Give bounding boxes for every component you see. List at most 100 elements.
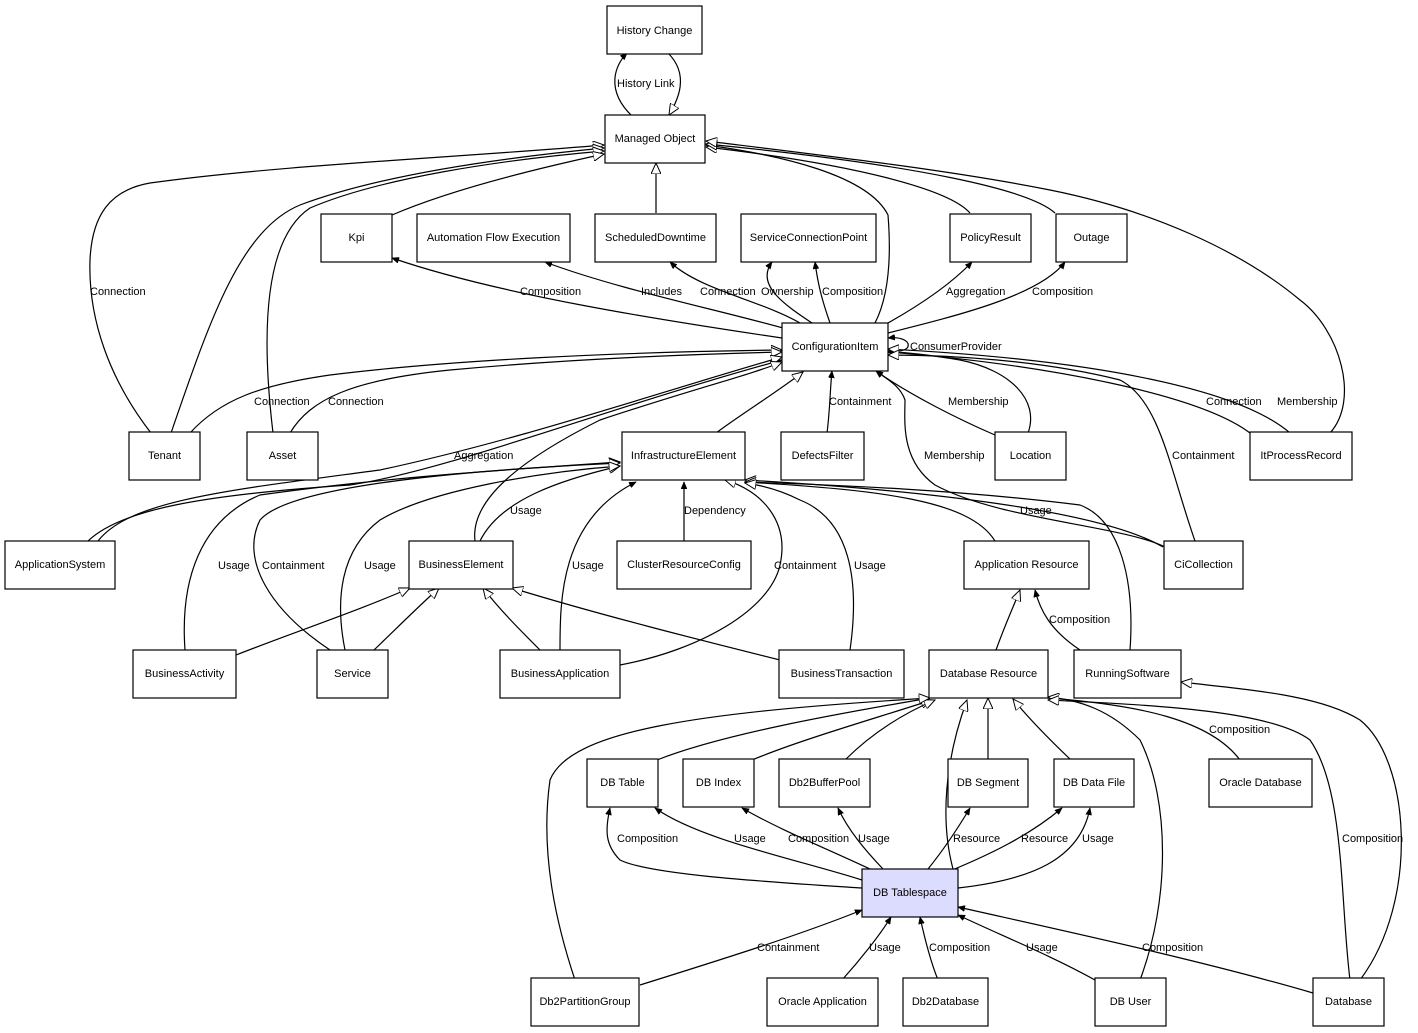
node-business-activity[interactable]: BusinessActivity: [132, 649, 237, 699]
node-managed-object[interactable]: Managed Object: [604, 114, 706, 164]
edge-label: Resource: [953, 833, 1000, 845]
node-application-resource[interactable]: Application Resource: [963, 540, 1090, 590]
node-asset[interactable]: Asset: [246, 431, 319, 481]
edge-ci-scp-comp: [815, 262, 831, 324]
node-location[interactable]: Location: [994, 431, 1067, 481]
node-label: Db2PartitionGroup: [539, 996, 630, 1008]
node-label: ClusterResourceConfig: [627, 559, 741, 571]
node-oracle-database[interactable]: Oracle Database: [1208, 758, 1313, 808]
edge-cicoll-ci-cont: [888, 355, 1196, 542]
edge-ba-be: [235, 588, 410, 656]
node-db2-partition-group[interactable]: Db2PartitionGroup: [530, 977, 640, 1027]
node-label: CiCollection: [1174, 559, 1233, 571]
node-it-process-record[interactable]: ItProcessRecord: [1249, 431, 1353, 481]
node-business-application[interactable]: BusinessApplication: [499, 649, 621, 699]
edge-label: Connection: [254, 396, 310, 408]
node-db-index[interactable]: DB Index: [682, 758, 755, 808]
edge-label: History Link: [617, 78, 675, 90]
edge-bapp-ie-cont: [619, 480, 783, 666]
node-service[interactable]: Service: [316, 649, 389, 699]
edge-bapp-ie-usage: [559, 481, 636, 651]
edge-label: Containment: [757, 942, 819, 954]
node-label: BusinessElement: [419, 559, 504, 571]
edge-ci-afe: [545, 262, 791, 331]
node-db-tablespace[interactable]: DB Tablespace: [861, 868, 959, 918]
node-database-resource[interactable]: Database Resource: [928, 649, 1049, 699]
edge-label: Resource: [1021, 833, 1068, 845]
node-label: Database: [1325, 996, 1372, 1008]
node-database[interactable]: Database: [1312, 977, 1385, 1027]
edge-bt-ie: [745, 483, 855, 651]
node-service-connection-point[interactable]: ServiceConnectionPoint: [740, 213, 877, 263]
node-policy-result[interactable]: PolicyResult: [949, 213, 1032, 263]
edge-label: Ownership: [761, 286, 814, 298]
edge-ar-ie: [745, 482, 996, 542]
edge-ci-kpi: [392, 258, 783, 339]
edge-dbuser-dr: [1048, 697, 1164, 981]
edge-label: Usage: [218, 560, 250, 572]
node-db2-database[interactable]: Db2Database: [902, 977, 989, 1027]
edge-label: Usage: [734, 833, 766, 845]
node-label: InfrastructureElement: [631, 450, 736, 462]
edge-dr-ar: [995, 590, 1020, 651]
edge-dpg-dbt: [639, 909, 862, 986]
edge-bapp-be: [483, 588, 541, 651]
node-ci-collection[interactable]: CiCollection: [1163, 540, 1244, 590]
node-history-change[interactable]: History Change: [606, 5, 703, 55]
node-db2-buffer-pool[interactable]: Db2BufferPool: [778, 758, 871, 808]
node-db-user[interactable]: DB User: [1094, 977, 1167, 1027]
edge-label: Usage: [1082, 833, 1114, 845]
node-oracle-application[interactable]: Oracle Application: [766, 977, 879, 1027]
node-label: BusinessApplication: [511, 668, 609, 680]
edge-label: Usage: [364, 560, 396, 572]
edge-dbt-dr: [945, 700, 967, 870]
node-defects-filter[interactable]: DefectsFilter: [780, 431, 865, 481]
node-label: ItProcessRecord: [1260, 450, 1341, 462]
node-configuration-item[interactable]: ConfigurationItem: [781, 322, 889, 372]
edge-dbt-index: [742, 807, 871, 870]
edge-history-change-inherits: [667, 52, 682, 115]
edge-label: Usage: [510, 505, 542, 517]
edge-label: Usage: [858, 833, 890, 845]
edge-dbt-table-usage: [655, 807, 863, 881]
node-business-element[interactable]: BusinessElement: [408, 540, 514, 590]
edge-rs-ie: [745, 482, 1132, 651]
edge-dbindex-dr: [751, 700, 932, 761]
edge-policy-mo: [706, 147, 971, 214]
node-label: Outage: [1073, 232, 1109, 244]
node-label: DB Table: [600, 777, 644, 789]
edge-label: Includes: [641, 286, 682, 298]
edge-ci-sd: [670, 262, 801, 324]
node-label: DB Data File: [1063, 777, 1125, 789]
edge-label: Aggregation: [946, 286, 1005, 298]
edge-location-ci: [888, 352, 1032, 434]
node-label: DB User: [1110, 996, 1152, 1008]
node-db-data-file[interactable]: DB Data File: [1053, 758, 1135, 808]
node-db-segment[interactable]: DB Segment: [947, 758, 1029, 808]
node-tenant[interactable]: Tenant: [128, 431, 201, 481]
node-scheduled-downtime[interactable]: ScheduledDowntime: [594, 213, 717, 263]
node-infrastructure-element[interactable]: InfrastructureElement: [621, 431, 746, 481]
node-label: ServiceConnectionPoint: [750, 232, 867, 244]
node-application-system[interactable]: ApplicationSystem: [4, 540, 116, 590]
node-label: ApplicationSystem: [15, 559, 106, 571]
node-db-table[interactable]: DB Table: [586, 758, 659, 808]
node-cluster-resource-config[interactable]: ClusterResourceConfig: [616, 540, 752, 590]
edge-dbt-df-usage: [957, 808, 1090, 889]
edge-asset-mo: [266, 151, 604, 434]
edge-history-link: [614, 53, 633, 117]
node-label: BusinessTransaction: [791, 668, 893, 680]
edge-cicoll-ie: [745, 480, 1164, 548]
edge-dbt-table-comp: [607, 808, 863, 889]
node-kpi[interactable]: Kpi: [320, 213, 393, 263]
node-automation-flow-execution[interactable]: Automation Flow Execution: [416, 213, 571, 263]
node-outage[interactable]: Outage: [1055, 213, 1128, 263]
edge-oradb-dr: [1048, 698, 1241, 761]
node-business-transaction[interactable]: BusinessTransaction: [778, 649, 905, 699]
edge-dbt-df-res: [939, 808, 1062, 876]
edge-label: Containment: [1172, 450, 1234, 462]
node-label: DB Tablespace: [873, 887, 947, 899]
edge-label: Connection: [1206, 396, 1262, 408]
node-running-software[interactable]: RunningSoftware: [1073, 649, 1182, 699]
edge-bp-dr: [844, 700, 935, 761]
